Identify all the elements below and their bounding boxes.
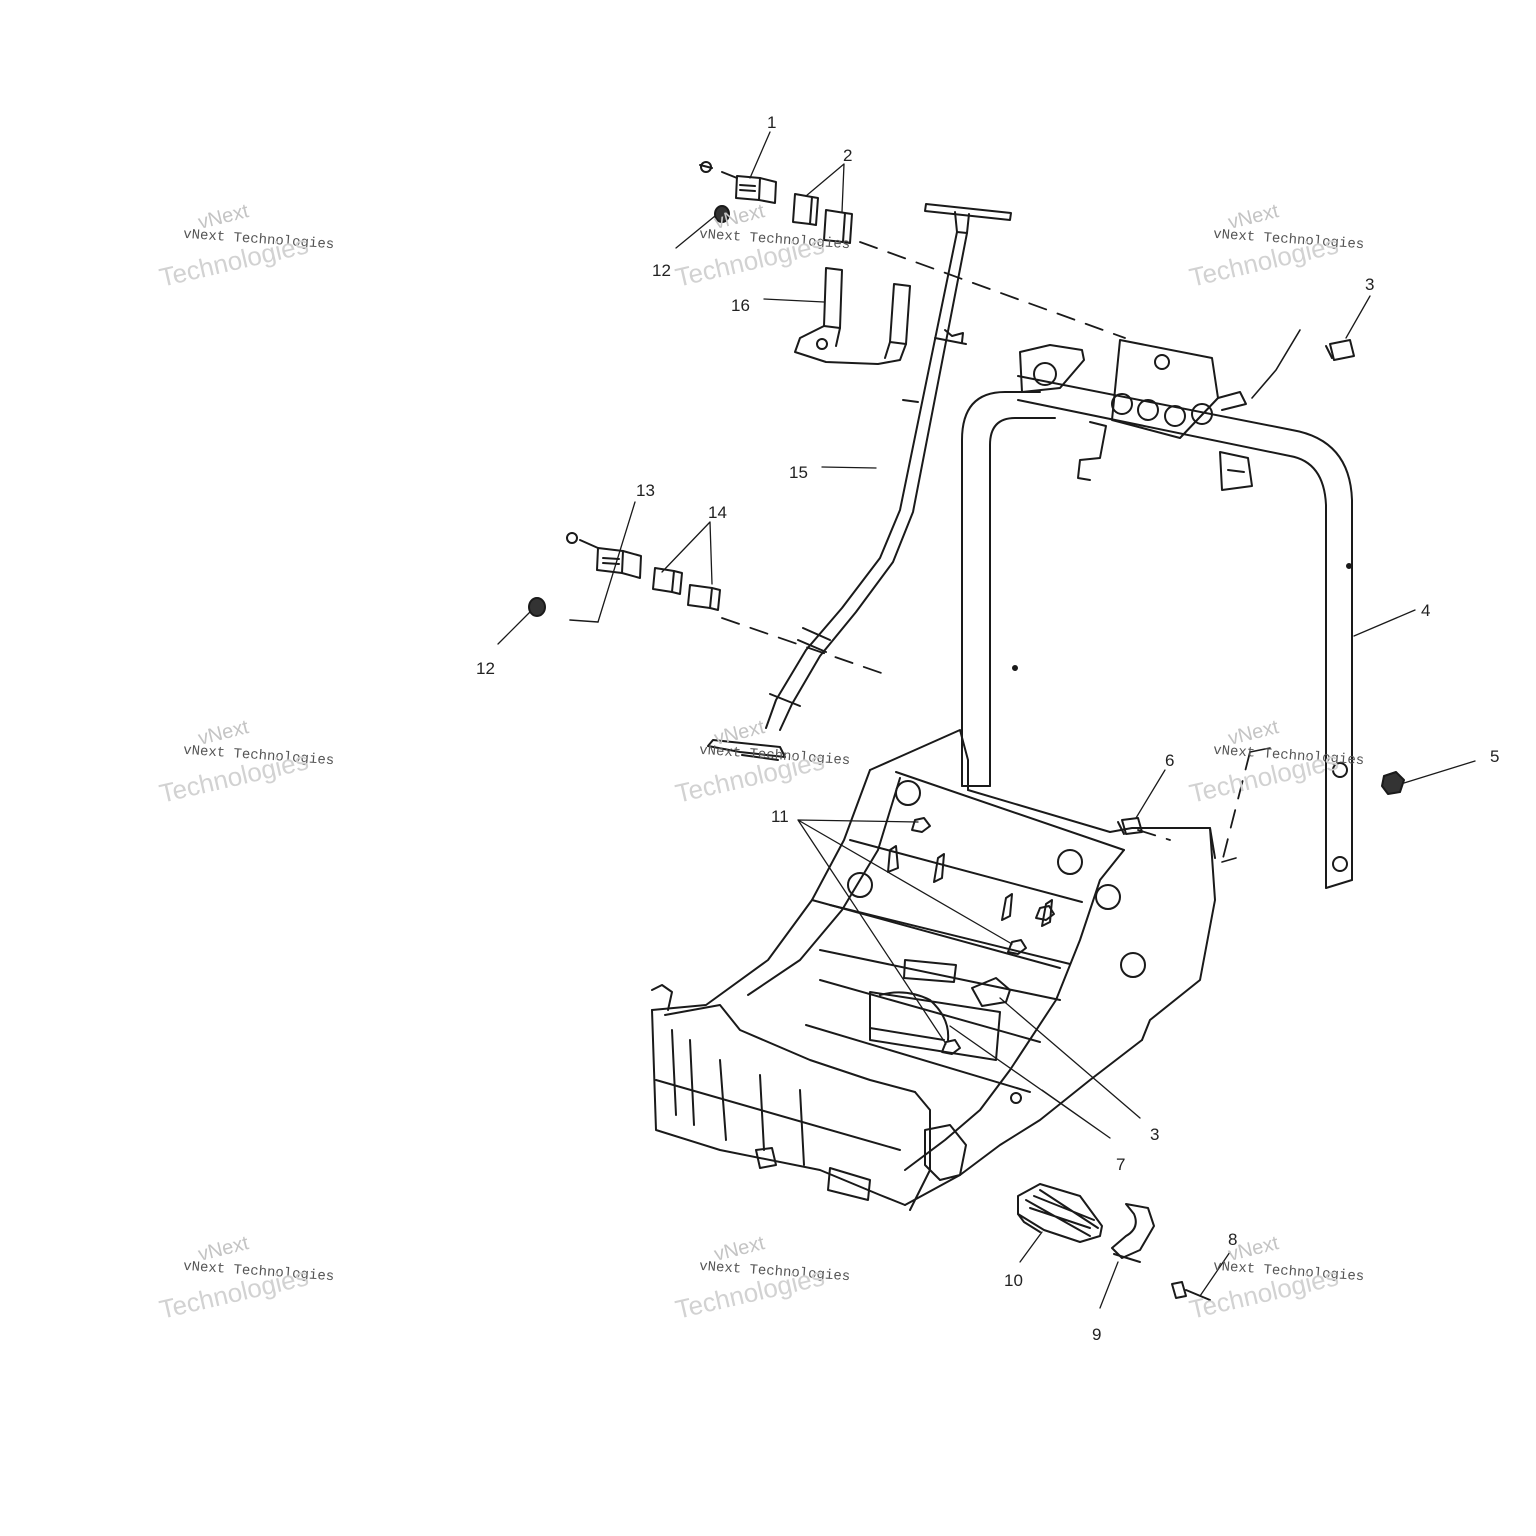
nut-lower (528, 597, 546, 617)
alignment-lines (721, 241, 1251, 863)
solid-guide-lines (569, 329, 1301, 863)
callout-6: 6 (1165, 751, 1174, 770)
screw-8 (1171, 1281, 1211, 1301)
callout-3-upper: 3 (1365, 275, 1374, 294)
lower-clamp (566, 532, 642, 579)
callout-2: 2 (843, 146, 852, 165)
callout-10: 10 (1004, 1271, 1023, 1290)
bolt-6 (1117, 817, 1143, 835)
steering-bracket (794, 267, 911, 365)
callout-15: 15 (789, 463, 808, 482)
callout-4: 4 (1421, 601, 1430, 620)
nut-5 (1381, 771, 1405, 795)
nut-upper (714, 205, 730, 223)
callout-1: 1 (767, 113, 776, 132)
upper-clamp (699, 161, 777, 204)
callouts: 1 2 3 3 4 5 6 7 8 9 10 11 12 12 13 14 15… (476, 113, 1499, 1344)
callout-16: 16 (731, 296, 750, 315)
lower-bushings (652, 567, 721, 611)
leader-lines (497, 131, 1476, 1309)
steering-boot (1017, 1183, 1103, 1243)
callout-14: 14 (708, 503, 727, 522)
bolt-3-upper (1325, 339, 1355, 361)
callout-8: 8 (1228, 1230, 1237, 1249)
callout-12-upper: 12 (652, 261, 671, 280)
callout-7: 7 (1116, 1155, 1125, 1174)
callout-5: 5 (1490, 747, 1499, 766)
callout-3-lower: 3 (1150, 1125, 1159, 1144)
front-hoop (961, 339, 1353, 889)
callout-11: 11 (771, 807, 789, 826)
upper-bushings (792, 193, 853, 244)
steering-post (707, 203, 1012, 761)
callout-12-lower: 12 (476, 659, 495, 678)
callout-13: 13 (636, 481, 655, 500)
callout-9: 9 (1092, 1325, 1101, 1344)
studs (887, 817, 1055, 1055)
boot-retainer (1111, 1203, 1155, 1263)
front-bulkhead (651, 729, 1216, 1211)
